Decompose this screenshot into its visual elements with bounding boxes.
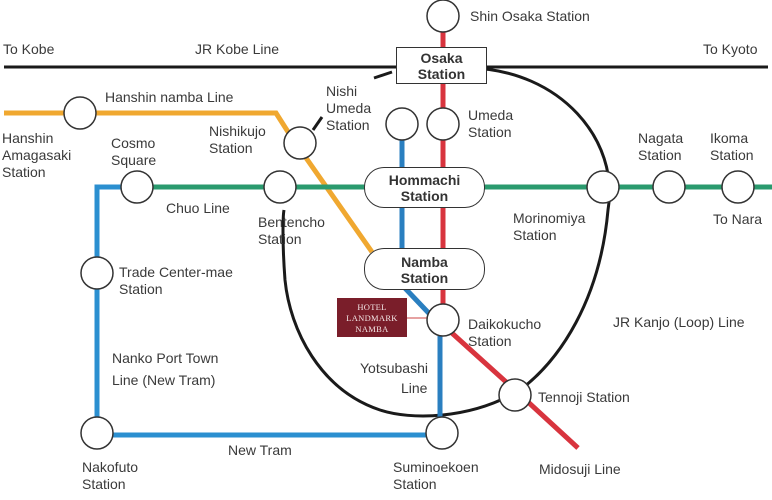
umeda-label-2: Station [468, 124, 512, 140]
new-tram-label: New Tram [228, 442, 292, 458]
daikokucho-label-1: Daikokucho [468, 316, 542, 332]
station-hommachi[interactable]: Hommachi Station [364, 167, 485, 208]
yotsubashi-line-label-1: Yotsubashi [360, 360, 428, 376]
station-ikoma[interactable] [721, 170, 755, 204]
trade-center-label-1: Trade Center-mae [119, 264, 233, 280]
to-nara-label: To Nara [713, 211, 763, 227]
ikoma-label: Ikoma Station [710, 130, 754, 164]
jr-kanjo-line-label: JR Kanjo (Loop) Line [613, 314, 745, 330]
ikoma-label-2: Station [710, 147, 754, 163]
ikoma-label-1: Ikoma [710, 130, 749, 146]
midosuji-line-label: Midosuji Line [539, 461, 621, 477]
nagata-label-2: Station [638, 147, 682, 163]
hommachi-label-2: Station [400, 188, 449, 204]
cosmo-square-label-2: Square [111, 152, 157, 168]
nakofuto-label-1: Nakofuto [82, 459, 139, 475]
nishikujo-label-2: Station [209, 140, 253, 156]
nishi-umeda-label: Nishi Umeda Station [326, 83, 371, 134]
station-nishi-umeda[interactable] [385, 107, 419, 141]
station-nagata[interactable] [652, 170, 686, 204]
jr-kanjo-loop-line [281, 66, 611, 418]
station-namba[interactable]: Namba Station [364, 248, 485, 290]
nishi-umeda-connector [311, 116, 324, 131]
nishikujo-label-1: Nishikujo [209, 123, 266, 139]
umeda-label-1: Umeda [468, 107, 514, 123]
trade-center-label-2: Station [119, 281, 163, 297]
hanshin-amagasaki-label-1: Hanshin [2, 130, 54, 146]
nanko-line-label-2: Line (New Tram) [112, 372, 216, 388]
station-trade-center[interactable] [80, 256, 114, 290]
hotel-label-2: LANDMARK [346, 313, 398, 323]
morinomiya-label-2: Station [513, 227, 557, 243]
nagata-label-1: Nagata [638, 130, 684, 146]
new-tram-line [94, 184, 440, 438]
station-cosmo-square[interactable] [120, 170, 154, 204]
hanshin-amagasaki-label-3: Station [2, 164, 46, 180]
nishi-umeda-label-3: Station [326, 117, 370, 133]
cosmo-square-label: Cosmo Square [111, 135, 156, 169]
nakofuto-label: Nakofuto Station [82, 459, 138, 493]
jr-kobe-line-label: JR Kobe Line [195, 41, 280, 57]
umeda-label: Umeda Station [468, 107, 513, 141]
to-kyoto-label: To Kyoto [703, 41, 758, 57]
suminoekoen-label-2: Station [393, 476, 437, 492]
hanshin-namba-line-label: Hanshin namba Line [105, 89, 234, 105]
daikokucho-label: Daikokucho Station [468, 316, 541, 350]
nishikujo-label: Nishikujo Station [209, 123, 266, 157]
yotsubashi-line-label-2: Line [401, 380, 428, 396]
suminoekoen-label-1: Suminoekoen [393, 459, 479, 475]
nishi-umeda-label-1: Nishi [326, 83, 358, 99]
osaka-connector [373, 70, 393, 80]
cosmo-square-label-1: Cosmo [111, 135, 156, 151]
hanshin-amagasaki-label: Hanshin Amagasaki Station [2, 130, 71, 181]
to-kobe-label: To Kobe [3, 41, 55, 57]
bentencho-label: Bentencho Station [258, 214, 325, 248]
trade-center-label: Trade Center-mae Station [119, 264, 233, 298]
shin-osaka-label: Shin Osaka Station [470, 8, 590, 24]
station-suminoekoen[interactable] [425, 416, 459, 450]
station-morinomiya[interactable] [586, 170, 620, 204]
hotel-label-1: HOTEL [357, 302, 387, 312]
station-nakofuto[interactable] [80, 416, 114, 450]
station-nishikujo[interactable] [283, 126, 317, 160]
namba-label-2: Station [400, 270, 449, 286]
station-shin-osaka[interactable] [426, 0, 460, 33]
osaka-label-1: Osaka [420, 50, 463, 66]
station-umeda[interactable] [426, 107, 460, 141]
hanshin-amagasaki-label-2: Amagasaki [2, 147, 72, 163]
hommachi-label-1: Hommachi [388, 172, 461, 188]
station-osaka[interactable]: Osaka Station [396, 47, 487, 84]
daikokucho-label-2: Station [468, 333, 512, 349]
hanshin-namba-line [4, 110, 375, 254]
station-hanshin-amagasaki[interactable] [63, 96, 97, 130]
nagata-label: Nagata Station [638, 130, 683, 164]
bentencho-label-1: Bentencho [258, 214, 325, 230]
osaka-label-2: Station [417, 66, 466, 82]
nakofuto-label-2: Station [82, 476, 126, 492]
station-bentencho[interactable] [263, 170, 297, 204]
bentencho-label-2: Station [258, 231, 302, 247]
morinomiya-label: Morinomiya Station [513, 210, 585, 244]
hotel-landmark-namba[interactable]: HOTEL LANDMARK NAMBA [337, 298, 407, 337]
nishi-umeda-label-2: Umeda [326, 100, 372, 116]
suminoekoen-label: Suminoekoen Station [393, 459, 479, 493]
nanko-line-label-1: Nanko Port Town [112, 350, 219, 366]
chuo-line-label: Chuo Line [166, 200, 230, 216]
tennoji-label: Tennoji Station [538, 389, 630, 405]
station-daikokucho[interactable] [426, 303, 460, 337]
hotel-label-3: NAMBA [355, 324, 389, 334]
station-tennoji[interactable] [498, 378, 532, 412]
namba-label-1: Namba [401, 254, 448, 270]
morinomiya-label-1: Morinomiya [513, 210, 586, 226]
